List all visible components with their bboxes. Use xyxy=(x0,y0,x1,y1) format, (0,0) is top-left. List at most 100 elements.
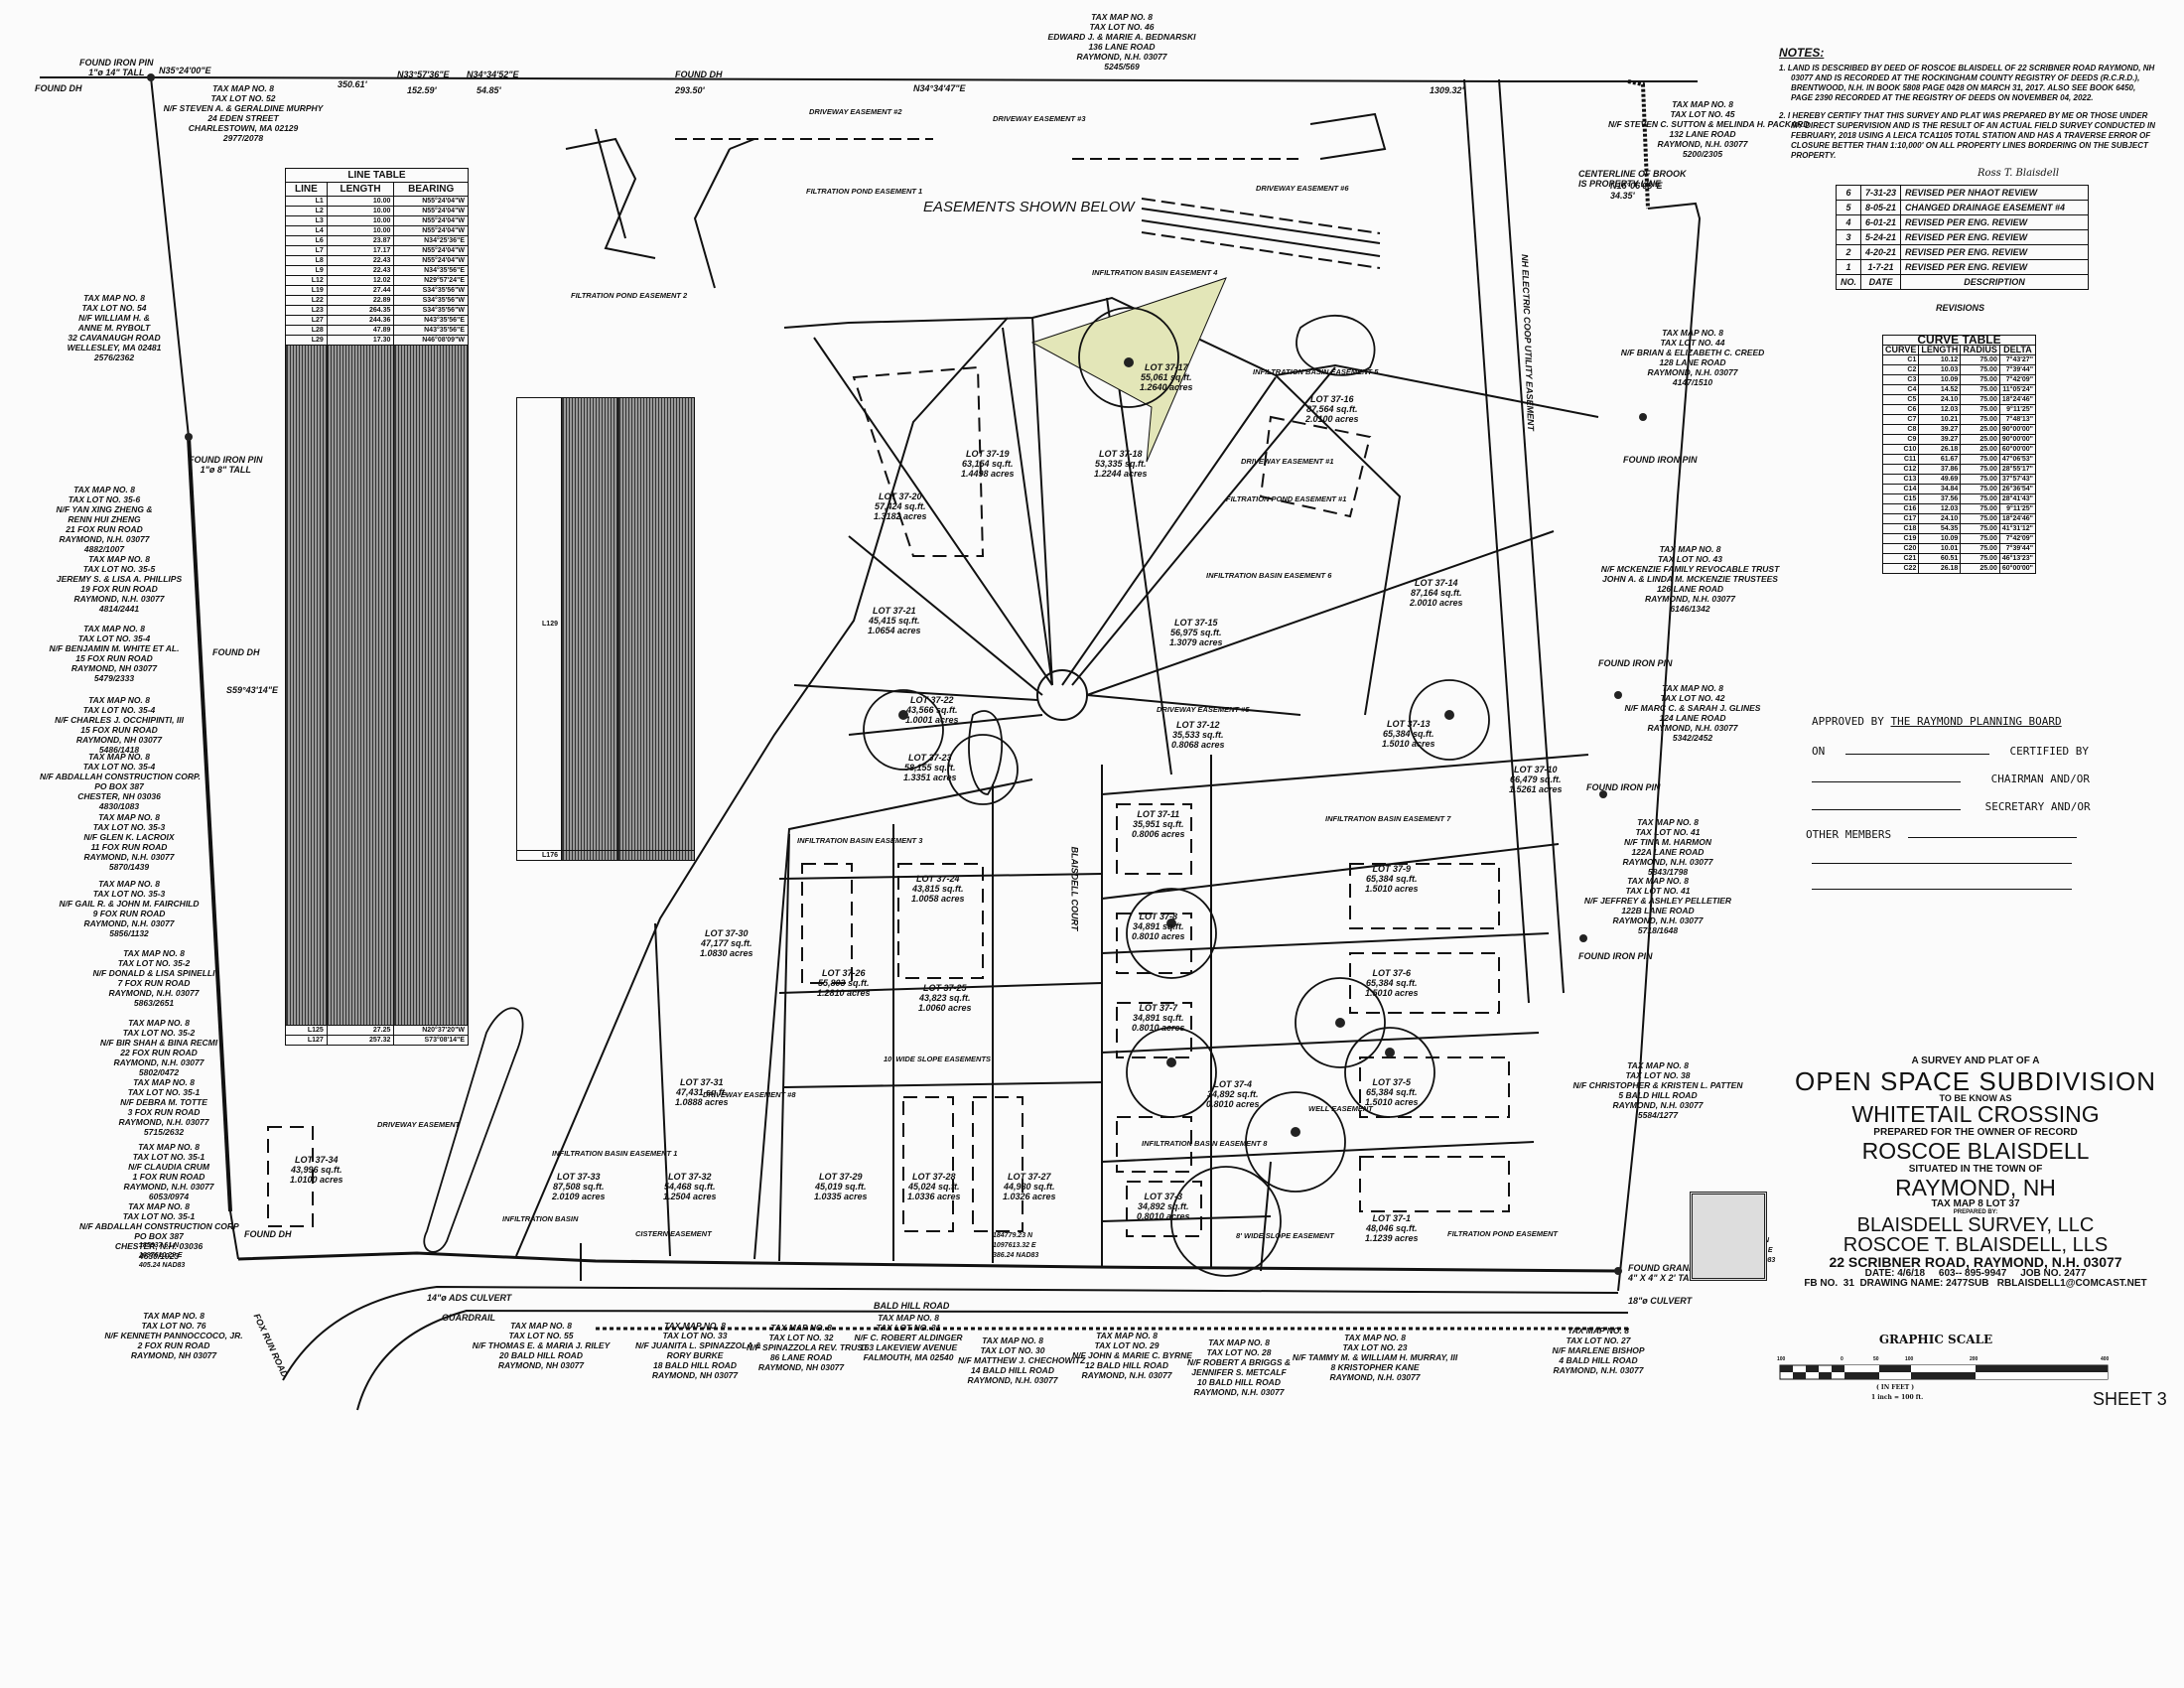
note-item: 1. LAND IS DESCRIBED BY DEED OF ROSCOE B… xyxy=(1779,64,2155,102)
member-signature-line[interactable] xyxy=(1812,889,2072,890)
scale-tick: 400 xyxy=(2101,1356,2110,1362)
approval-board-name: THE RAYMOND PLANNING BOARD xyxy=(1890,715,2062,728)
column-header: LENGTH xyxy=(326,182,395,197)
brook-centerline-label: CENTERLINE OF BROOK IS PROPERTY LINE xyxy=(1578,169,1687,189)
graphic-scale-title: GRAPHIC SCALE xyxy=(1878,1333,1993,1346)
member-signature-line[interactable] xyxy=(1812,863,2072,864)
easement-label: FILTRATION POND EASEMENT #1 xyxy=(1226,494,1347,503)
table-row: L176.. xyxy=(516,850,695,861)
note-item: 2. I HEREBY CERTIFY THAT THIS SURVEY AND… xyxy=(1779,111,2155,160)
easement-label: INFILTRATION BASIN xyxy=(502,1214,579,1223)
found-iron-pin-label: FOUND IRON PIN 1"ø 8" TALL xyxy=(189,455,263,475)
scale-tick: 0 xyxy=(1841,1356,1843,1362)
approval-heading: APPROVED BY xyxy=(1812,715,1891,728)
easement-label: INFILTRATION BASIN EASEMENT 1 xyxy=(552,1149,678,1158)
prepared-by-label: PREPARED BY: xyxy=(1953,1209,1998,1215)
secretary-signature-line[interactable] xyxy=(1812,809,1961,810)
culvert-label: 14"ø ADS CULVERT xyxy=(427,1293,512,1303)
title-line: TO BE KNOW AS xyxy=(1939,1093,2012,1103)
surveyor-name: ROSCOE T. BLAISDELL, LLS xyxy=(1843,1234,2109,1256)
road-name-label: BLAISDELL COURT xyxy=(1069,846,1080,931)
scale-units: ( IN FEET ) xyxy=(1876,1384,1915,1391)
approval-date-line[interactable] xyxy=(1844,754,1989,755)
easement-label: INFILTRATION BASIN EASEMENT 7 xyxy=(1325,814,1451,823)
chairman-signature-line[interactable] xyxy=(1812,781,1961,782)
found-dh-label: FOUND DH xyxy=(244,1229,292,1239)
bearing-label: N35°24'00"E xyxy=(159,66,211,75)
approval-on-label: ON xyxy=(1812,745,1826,758)
bearing-label: N33°57'36"E xyxy=(397,70,450,79)
found-iron-pin-label: FOUND IRON PIN xyxy=(1598,658,1673,668)
easement-label: WELL EASEMENT xyxy=(1308,1104,1373,1113)
surveyor-stamp-logo xyxy=(1690,1192,1767,1281)
notes-block: NOTES: 1. LAND IS DESCRIBED BY DEED OF R… xyxy=(1779,47,2156,179)
distance-label: 152.59' xyxy=(407,85,437,95)
easement-label: CISTERN EASEMENT xyxy=(635,1229,712,1238)
culvert-label: 18"ø CULVERT xyxy=(1628,1296,1693,1306)
surveyor-address: 22 SCRIBNER ROAD, RAYMOND, N.H. 03077 xyxy=(1829,1254,2122,1270)
found-dh-label: FOUND DH xyxy=(35,83,82,93)
surveyor-company: BLAISDELL SURVEY, LLC xyxy=(1856,1214,2095,1236)
certified-by-label: CERTIFIED BY xyxy=(2009,745,2089,758)
member-signature-line[interactable] xyxy=(1907,837,2077,838)
curve-table-title: CURVE TABLE xyxy=(1881,334,2037,346)
column-header: DELTA xyxy=(1998,345,2037,355)
easement-label: DRIVEWAY EASEMENT #5 xyxy=(1157,705,1250,714)
found-iron-pin-label: FOUND IRON PIN xyxy=(1623,455,1698,465)
bearing-label: N34°34'47"E xyxy=(913,83,966,93)
table-row-filler: ... xyxy=(285,345,469,1026)
road-name-label: BALD HILL ROAD xyxy=(874,1301,950,1311)
distance-label: 54.85' xyxy=(477,85,501,95)
